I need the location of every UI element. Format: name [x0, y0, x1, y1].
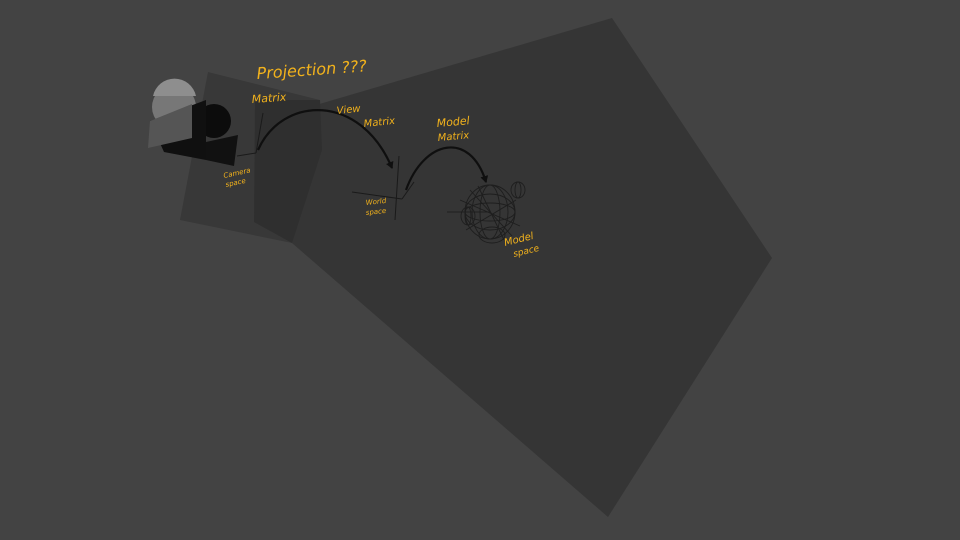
world-space-label-line2: space — [365, 207, 386, 217]
annotation-world-space: World space — [365, 197, 387, 217]
view-matrix-arrow — [256, 109, 394, 169]
camera-icon — [148, 78, 238, 166]
model-matrix-arrow — [404, 146, 489, 191]
view-frustum — [265, 18, 772, 517]
projection-matrix-label: Matrix — [251, 91, 287, 106]
view-matrix-label-line1: View — [336, 103, 362, 117]
annotation-view-matrix: View Matrix — [336, 103, 396, 130]
model-matrix-label-line2: Matrix — [437, 130, 469, 144]
world-space-label-line1: World — [365, 197, 387, 207]
model-matrix-label-line1: Model — [436, 114, 470, 130]
near-plane-side — [254, 100, 322, 243]
world-space-axes — [351, 155, 415, 221]
annotation-model-matrix: Model Matrix — [436, 114, 470, 144]
camera-space-axes — [236, 112, 264, 157]
view-matrix-label-line2: Matrix — [363, 116, 396, 130]
monkey-head-wireframe — [447, 181, 526, 244]
